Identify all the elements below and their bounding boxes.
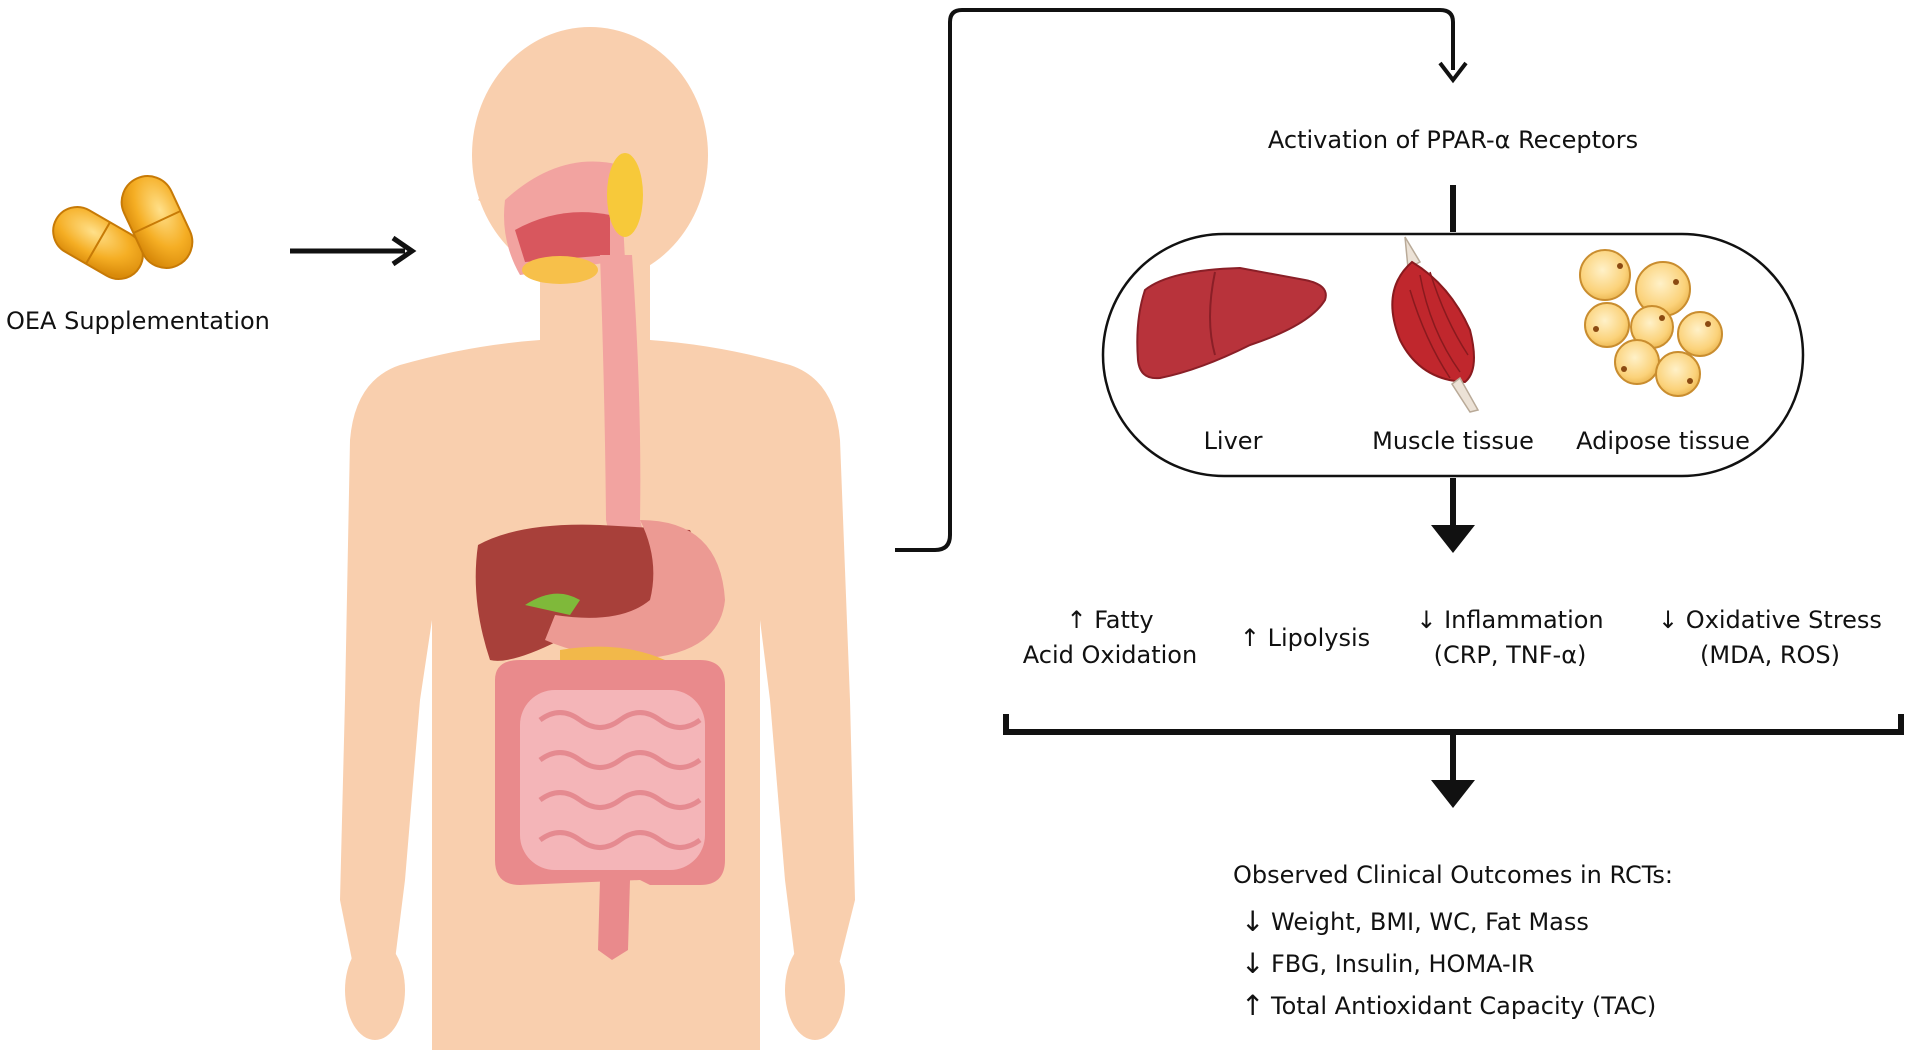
effect-fatty-acid-oxidation: ↑ Fatty Acid Oxidation [1015, 603, 1205, 673]
outcome-item: ↑ Total Antioxidant Capacity (TAC) [1241, 985, 1656, 1027]
effect-line1: Lipolysis [1267, 624, 1371, 652]
tissue-label-liver: Liver [1203, 427, 1263, 455]
arrow-to-body [290, 235, 417, 267]
effect-line1: Fatty [1094, 606, 1154, 634]
muscle-icon [1391, 236, 1480, 413]
effect-inflammation: ↓ Inflammation (CRP, TNF-α) [1405, 603, 1615, 673]
effect-lipolysis: ↑ Lipolysis [1230, 621, 1380, 656]
tissue-label-adipose: Adipose tissue [1576, 427, 1750, 455]
effect-oxidative-stress: ↓ Oxidative Stress (MDA, ROS) [1650, 603, 1890, 673]
effect-arrow: ↑ [1066, 606, 1087, 634]
outcomes-title: Observed Clinical Outcomes in RCTs: [1233, 861, 1673, 889]
oea-capsules-icon [52, 175, 194, 280]
outcome-item: ↓ FBG, Insulin, HOMA-IR [1241, 943, 1656, 985]
human-body-illustration [340, 27, 855, 1050]
effect-line2: (MDA, ROS) [1700, 640, 1840, 669]
outcome-item: ↓ Weight, BMI, WC, Fat Mass [1241, 901, 1656, 943]
effect-arrow: ↓ [1658, 606, 1679, 634]
ppar-receptor-label: Activation of PPAR-α Receptors [1267, 126, 1639, 154]
effect-arrow: ↓ [1416, 606, 1437, 634]
connector-to-receptor [895, 8, 1468, 552]
outcome-arrow: ↓ [1241, 947, 1265, 980]
arrow-to-effects [1431, 478, 1475, 553]
effect-line1: Oxidative Stress [1685, 606, 1882, 634]
oea-supplementation-label: OEA Supplementation [6, 307, 270, 335]
tissue-label-muscle: Muscle tissue [1372, 427, 1534, 455]
outcome-arrow: ↑ [1241, 989, 1265, 1022]
outcome-text: Total Antioxidant Capacity (TAC) [1271, 992, 1657, 1020]
effect-line1: Inflammation [1444, 606, 1604, 634]
effect-line2: Acid Oxidation [1022, 640, 1198, 669]
liver-icon [1136, 266, 1327, 380]
outcome-text: Weight, BMI, WC, Fat Mass [1271, 908, 1589, 936]
outcome-arrow: ↓ [1241, 905, 1265, 938]
outcome-text: FBG, Insulin, HOMA-IR [1271, 950, 1535, 978]
effect-line2: (CRP, TNF-α) [1433, 640, 1587, 669]
adipose-icon [1579, 249, 1723, 397]
effect-arrow: ↑ [1239, 624, 1260, 652]
outcomes-list: ↓ Weight, BMI, WC, Fat Mass ↓ FBG, Insul… [1241, 901, 1656, 1027]
bracket-to-outcomes [1003, 714, 1904, 808]
